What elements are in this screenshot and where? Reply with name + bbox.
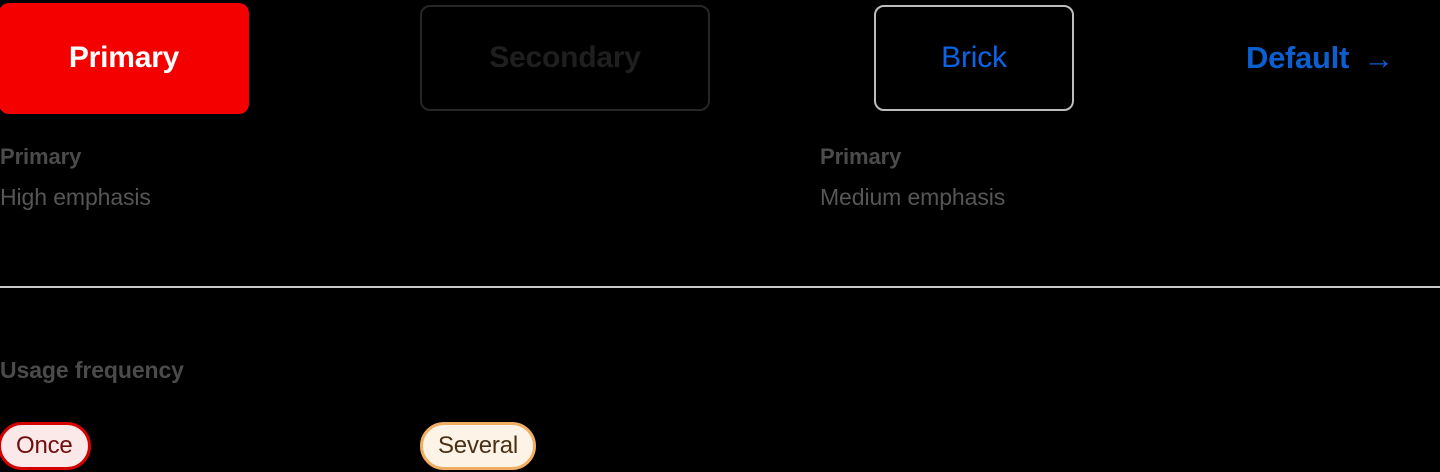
variant-description-secondary: Primary Medium emphasis bbox=[820, 146, 1005, 209]
variant-column-primary: Primary Primary High emphasis bbox=[0, 0, 410, 240]
secondary-button[interactable]: Secondary bbox=[420, 5, 710, 111]
section-divider bbox=[0, 286, 1440, 288]
default-button[interactable]: Default → bbox=[1246, 40, 1394, 76]
variant-title-secondary: Primary bbox=[820, 144, 902, 169]
variant-column-brick: Brick Brick Low emphasis bbox=[862, 0, 1220, 240]
variant-column-default: Default → Default Lowest emphasis bbox=[1220, 0, 1440, 240]
usage-badge-once: Once bbox=[0, 422, 91, 470]
variant-title-primary: Primary bbox=[0, 144, 82, 169]
button-slot-brick: Brick bbox=[862, 0, 1220, 116]
badge-cell-brick: Many bbox=[862, 422, 1220, 472]
variant-column-secondary: Secondary Primary Medium emphasis bbox=[410, 0, 1005, 240]
button-slot-secondary: Secondary bbox=[410, 0, 862, 116]
arrow-right-icon: → bbox=[1362, 40, 1394, 76]
button-variants-row: Primary Primary High emphasis Secondary … bbox=[0, 0, 1440, 240]
variant-description-primary: Primary High emphasis bbox=[0, 146, 151, 209]
badge-cell-primary: Once bbox=[0, 422, 410, 472]
brick-button[interactable]: Brick bbox=[874, 5, 1074, 111]
button-slot-default: Default → bbox=[1220, 0, 1440, 116]
badge-cell-secondary: Several bbox=[410, 422, 862, 472]
usage-frequency-badge-row: Once Several Many Many bbox=[0, 422, 1440, 472]
default-button-label: Default bbox=[1246, 40, 1349, 75]
variant-subtitle-primary: High emphasis bbox=[0, 184, 151, 210]
variant-subtitle-secondary: Medium emphasis bbox=[820, 184, 1006, 210]
primary-button[interactable]: Primary bbox=[0, 2, 249, 114]
button-slot-primary: Primary bbox=[0, 0, 410, 116]
usage-badge-several: Several bbox=[420, 422, 536, 470]
badge-cell-default: Many bbox=[1220, 422, 1440, 472]
usage-frequency-heading: Usage frequency bbox=[0, 357, 184, 383]
